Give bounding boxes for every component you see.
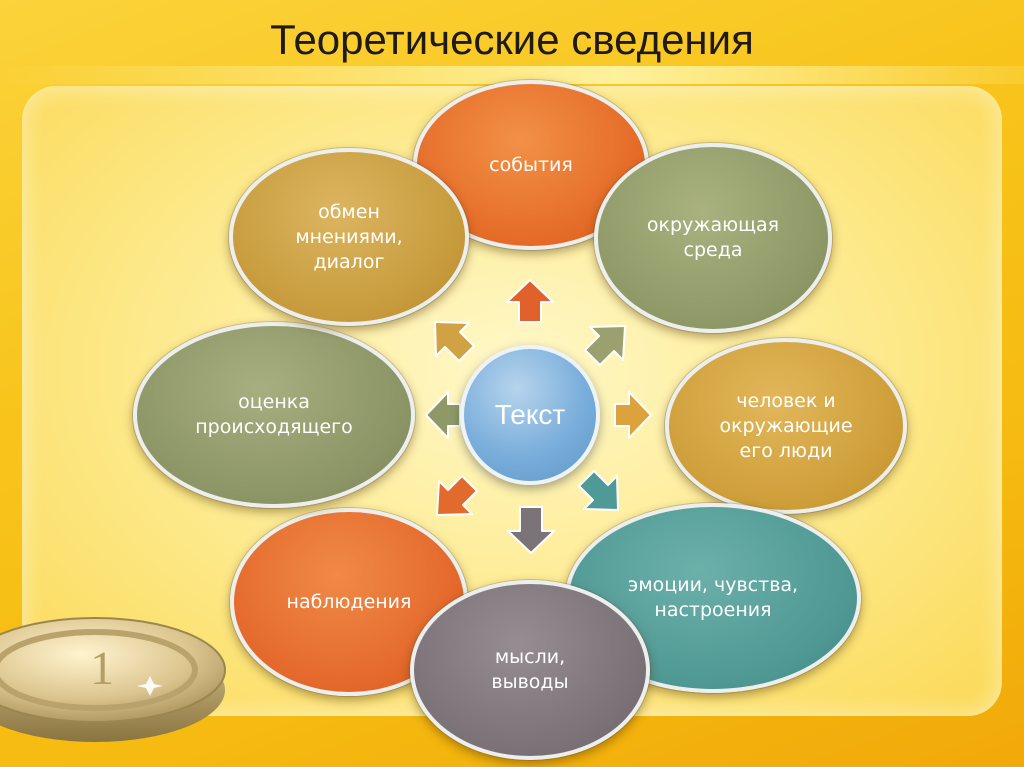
arrow-up-icon (506, 279, 554, 323)
node-observations-label: наблюдения (286, 590, 412, 613)
arrow-left-icon (425, 391, 461, 439)
center-node: Текст (460, 345, 600, 485)
arrow-up-right-icon (584, 325, 626, 366)
node-people-label: человек и окружающие его люди (719, 389, 853, 462)
node-dialogue-label: обмен мнениями, диалог (295, 200, 403, 273)
node-events: события (413, 80, 649, 250)
arrow-down-left-icon (436, 475, 478, 516)
center-node-label: Текст (494, 399, 566, 430)
arrow-down-icon (507, 506, 555, 554)
node-people: человек и окружающие его люди (665, 338, 907, 514)
node-dialogue: обмен мнениями, диалог (229, 148, 469, 326)
svg-text:1: 1 (90, 642, 114, 695)
arrow-up-left-icon (434, 321, 475, 362)
node-emotions-label: эмоции, чувства, настроения (627, 574, 799, 621)
arrow-down-right-icon (578, 470, 619, 511)
slide-title: Теоретические сведения (270, 16, 754, 63)
node-events-label: события (489, 153, 573, 176)
coin-icon: 1 (0, 617, 226, 742)
node-assessment-label: оценка происходящего (195, 391, 353, 438)
arrow-right-icon (614, 391, 652, 439)
node-thoughts-label: мысли, выводы (491, 646, 569, 693)
node-environment-label: окружающая среда (646, 214, 780, 261)
node-assessment: оценка происходящего (133, 322, 415, 508)
node-environment: окружающая среда (594, 143, 832, 333)
node-thoughts: мысли, выводы (410, 580, 650, 760)
header-glow (0, 66, 1024, 84)
